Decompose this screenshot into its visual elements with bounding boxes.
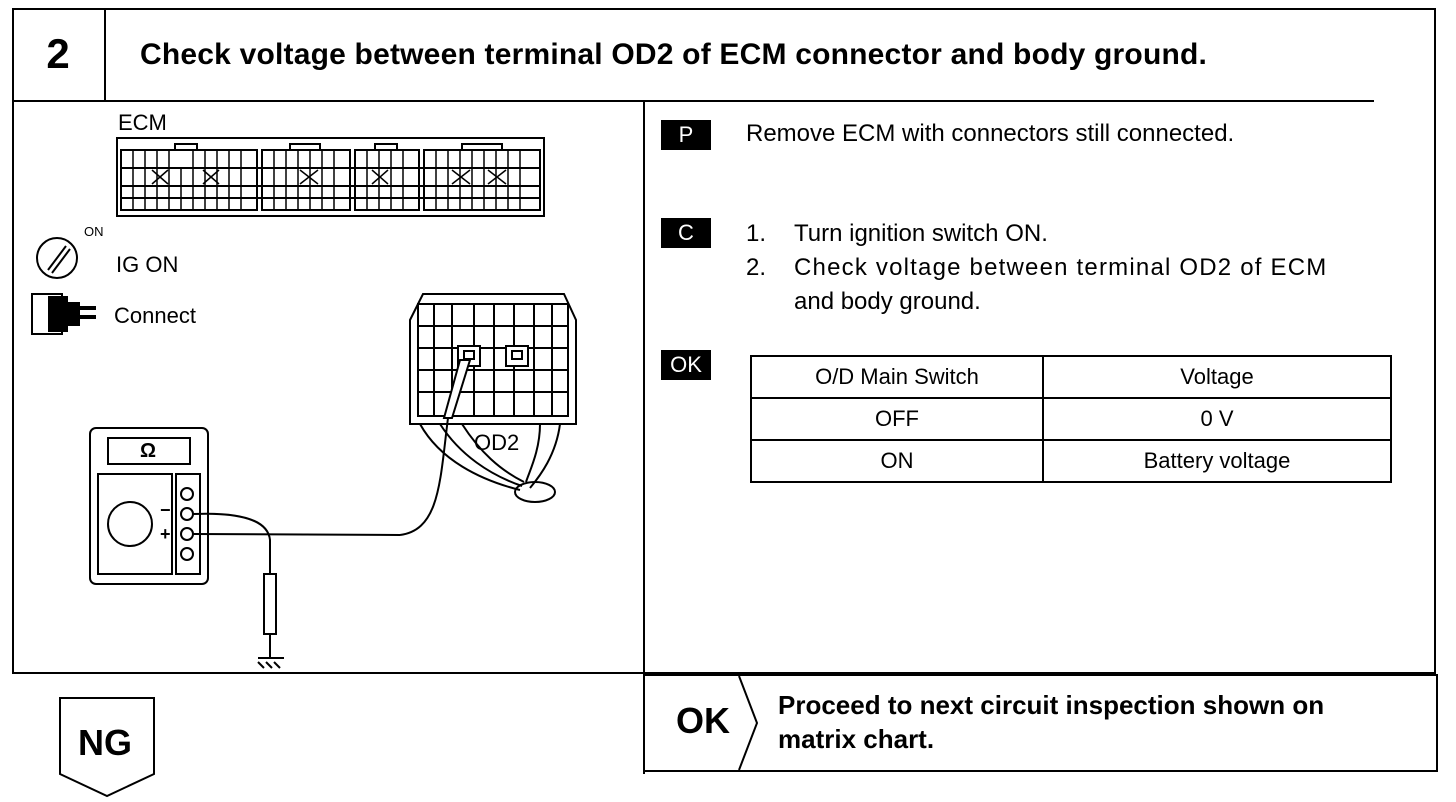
minus-sign: − xyxy=(160,500,171,520)
header-divider xyxy=(12,100,1374,102)
procedure-frame xyxy=(12,8,1436,674)
ok-result-line-1: Proceed to next circuit inspection shown… xyxy=(778,690,1325,720)
table-header-cell: O/D Main Switch xyxy=(750,355,1044,399)
ok-result-text: Proceed to next circuit inspection shown… xyxy=(778,688,1324,756)
table-row: OFF 0 V xyxy=(750,397,1392,441)
connector-plug-icon xyxy=(31,293,96,335)
wiring-diagram xyxy=(31,137,577,669)
step-2-text-continued: and body ground. xyxy=(794,288,981,315)
p-instruction: Remove ECM with connectors still connect… xyxy=(746,120,1235,147)
ig-on-label: IG ON xyxy=(116,252,179,277)
step-1-number: 1. xyxy=(746,220,767,247)
ng-result-box xyxy=(59,697,155,798)
ig-on-small-label: ON xyxy=(84,224,104,239)
voltage-spec-table: O/D Main Switch Voltage OFF 0 V ON Batte… xyxy=(750,355,1392,483)
ok-result-line-2: matrix chart. xyxy=(778,724,935,754)
step-title: Check voltage between terminal OD2 of EC… xyxy=(140,38,1208,71)
ok-result-label: OK xyxy=(676,700,730,741)
ok-tag: OK xyxy=(661,350,711,380)
plus-sign: + xyxy=(160,524,171,544)
table-row: ON Battery voltage xyxy=(750,439,1392,483)
test-probe-illustration xyxy=(399,359,472,536)
c-tag: C xyxy=(661,218,711,248)
table-cell: 0 V xyxy=(1042,397,1392,441)
table-cell: OFF xyxy=(750,397,1044,441)
ecm-connector-illustration xyxy=(116,137,545,217)
p-tag: P xyxy=(661,120,711,150)
ignition-key-icon xyxy=(36,237,78,279)
ok-arrow-divider xyxy=(738,675,759,771)
step-2-text: Check voltage between terminal OD2 of EC… xyxy=(794,254,1328,281)
step-2-number: 2. xyxy=(746,254,767,281)
od2-connector-illustration xyxy=(409,293,577,503)
table-header-row: O/D Main Switch Voltage xyxy=(750,355,1392,399)
table-cell: Battery voltage xyxy=(1042,439,1392,483)
connect-label: Connect xyxy=(114,303,196,328)
multimeter-illustration xyxy=(89,427,209,585)
ng-result-label: NG xyxy=(78,722,132,763)
table-header-cell: Voltage xyxy=(1042,355,1392,399)
meter-leads xyxy=(192,512,401,669)
od2-terminal-label: OD2 xyxy=(474,430,520,455)
step-1-text: Turn ignition switch ON. xyxy=(794,220,1048,247)
column-divider xyxy=(643,100,645,774)
table-cell: ON xyxy=(750,439,1044,483)
ecm-label: ECM xyxy=(118,110,167,135)
ohm-icon: Ω xyxy=(140,440,157,462)
ok-result-box xyxy=(643,674,1438,772)
